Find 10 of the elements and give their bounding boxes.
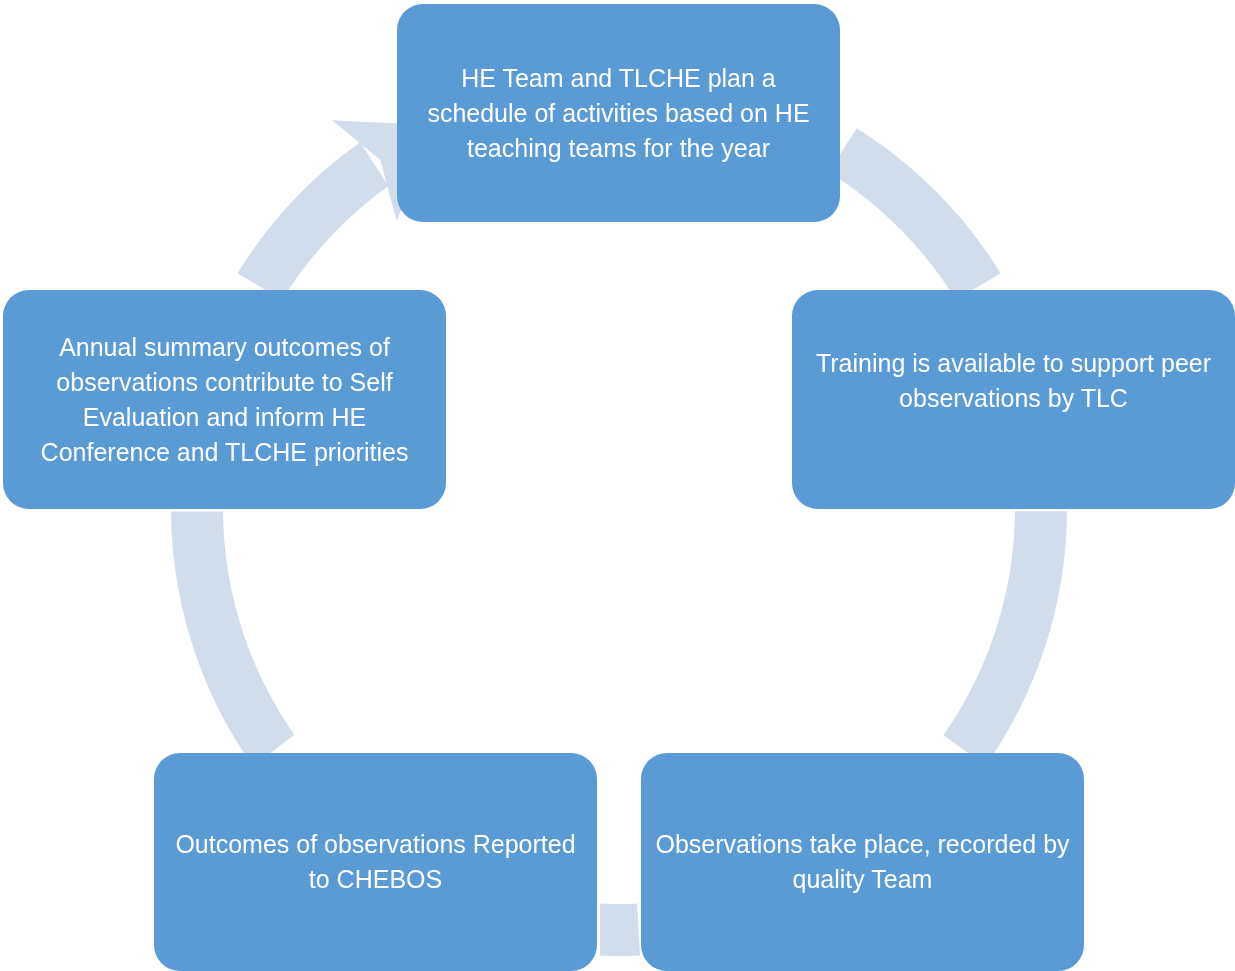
step-text: Outcomes of observations Reported to CHEBOS: [174, 829, 577, 895]
process-box: [154, 753, 597, 971]
step-text: Annual summary outcomes of observations contribute to Self Evaluation and inform HE Conference and TLCHE priorities: [39, 331, 410, 468]
step-text: Observations take place, recorded by quality Team: [655, 829, 1070, 895]
process-box: [641, 753, 1084, 971]
process-box: [397, 4, 840, 222]
step-text: HE Team and TLCHE plan a schedule of activities based on HE teaching teams for the year: [426, 62, 811, 164]
step-text: Training is available to support peer observations by TLC: [814, 348, 1213, 414]
process-box: [3, 290, 446, 509]
process-box: [792, 290, 1235, 509]
